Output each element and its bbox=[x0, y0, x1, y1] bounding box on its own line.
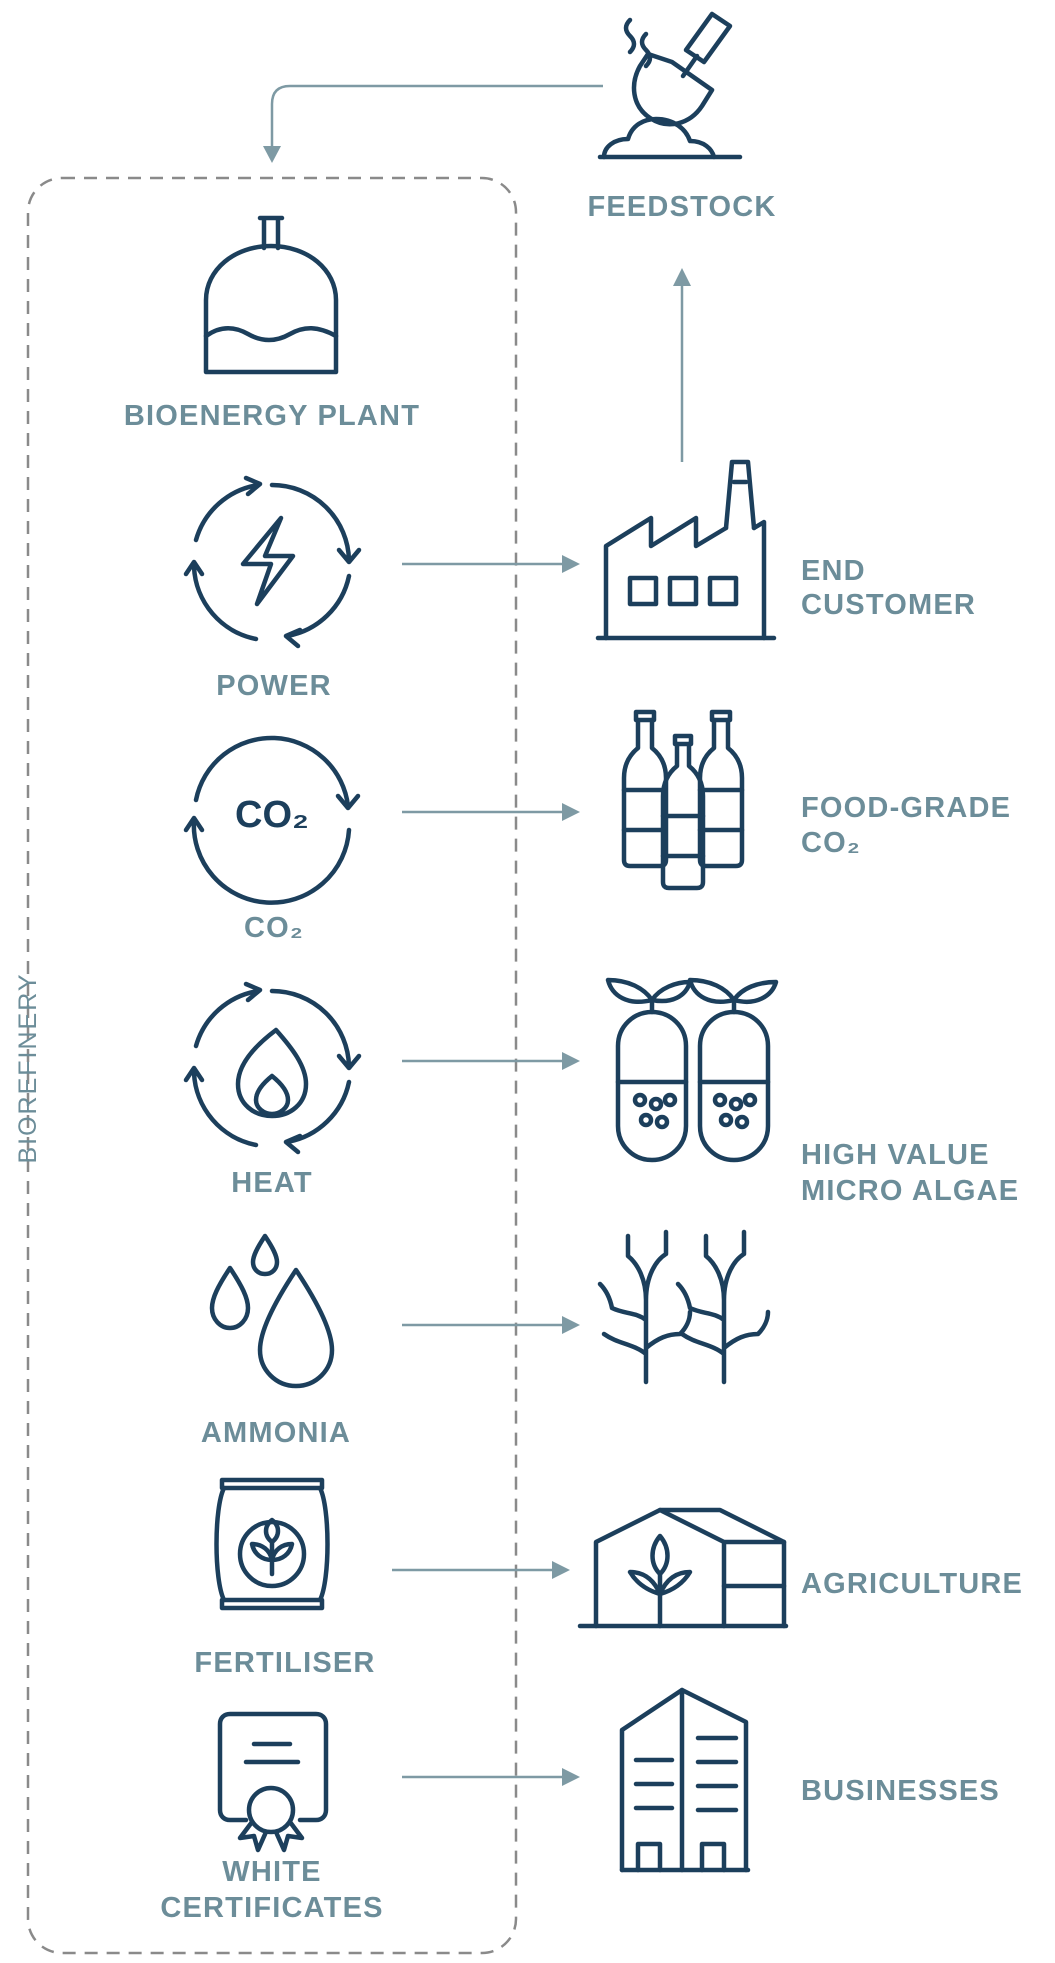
destination-label-businesses: BUSINESSES bbox=[801, 1775, 1000, 1807]
shovel-soil-icon bbox=[597, 11, 743, 160]
greenhouse-icon bbox=[577, 1507, 789, 1629]
destination-label-algae-line1: HIGH VALUE bbox=[801, 1139, 990, 1171]
certificates-to-businesses-arrowhead bbox=[562, 1768, 580, 1786]
fertiliser-to-agriculture-arrowhead bbox=[552, 1561, 570, 1579]
biorefinery-label: BIOREFINERY bbox=[14, 972, 42, 1163]
destination-label-agriculture: AGRICULTURE bbox=[801, 1568, 1023, 1600]
co2-icon-text: CO₂ bbox=[235, 794, 309, 836]
algae-branches-icon bbox=[597, 1229, 771, 1385]
digester-tank-icon bbox=[203, 215, 339, 375]
destination-label-food-grade-line1: FOOD-GRADE bbox=[801, 792, 1011, 824]
output-label-co2: CO₂ bbox=[244, 912, 304, 944]
feedstock-label: FEEDSTOCK bbox=[587, 191, 776, 223]
biorefinery-container bbox=[26, 176, 518, 1955]
destination-label-algae-line2: MICRO ALGAE bbox=[801, 1175, 1019, 1207]
heat-cycle-icon bbox=[183, 981, 362, 1155]
power-cycle-icon bbox=[183, 475, 362, 649]
co2-to-food-grade-arrowhead bbox=[562, 803, 580, 821]
certificate-icon bbox=[217, 1711, 329, 1853]
algae-capsules-icon bbox=[605, 977, 779, 1163]
power-to-end-customer-arrowhead bbox=[562, 555, 580, 573]
bottles-icon bbox=[621, 709, 745, 891]
customer-to-feedstock-arrowhead bbox=[673, 268, 691, 286]
feedstock-to-biorefinery-arrow bbox=[270, 84, 603, 148]
destination-label-end-customer-line2: CUSTOMER bbox=[801, 589, 976, 621]
fertiliser-bag-icon bbox=[214, 1477, 330, 1611]
heat-to-algae-arrowhead bbox=[562, 1052, 580, 1070]
droplets-icon bbox=[209, 1233, 335, 1389]
office-building-icon bbox=[619, 1687, 751, 1873]
output-label-power: POWER bbox=[216, 670, 332, 702]
ammonia-to-algae-arrowhead bbox=[562, 1316, 580, 1334]
destination-label-food-grade-line2: CO₂ bbox=[801, 827, 861, 859]
output-label-ammonia: AMMONIA bbox=[201, 1417, 351, 1449]
destination-label-end-customer-line1: END bbox=[801, 555, 866, 587]
bioenergy-plant-label: BIOENERGY PLANT bbox=[124, 400, 420, 432]
output-label-white-certificates-line2: CERTIFICATES bbox=[160, 1892, 383, 1924]
output-label-heat: HEAT bbox=[231, 1167, 313, 1199]
factory-icon bbox=[595, 459, 777, 641]
co2-cycle-icon bbox=[183, 735, 361, 905]
feedstock-to-biorefinery-arrowhead bbox=[263, 146, 281, 163]
output-label-fertiliser: FERTILISER bbox=[194, 1647, 375, 1679]
output-label-white-certificates-line1: WHITE bbox=[222, 1856, 321, 1888]
